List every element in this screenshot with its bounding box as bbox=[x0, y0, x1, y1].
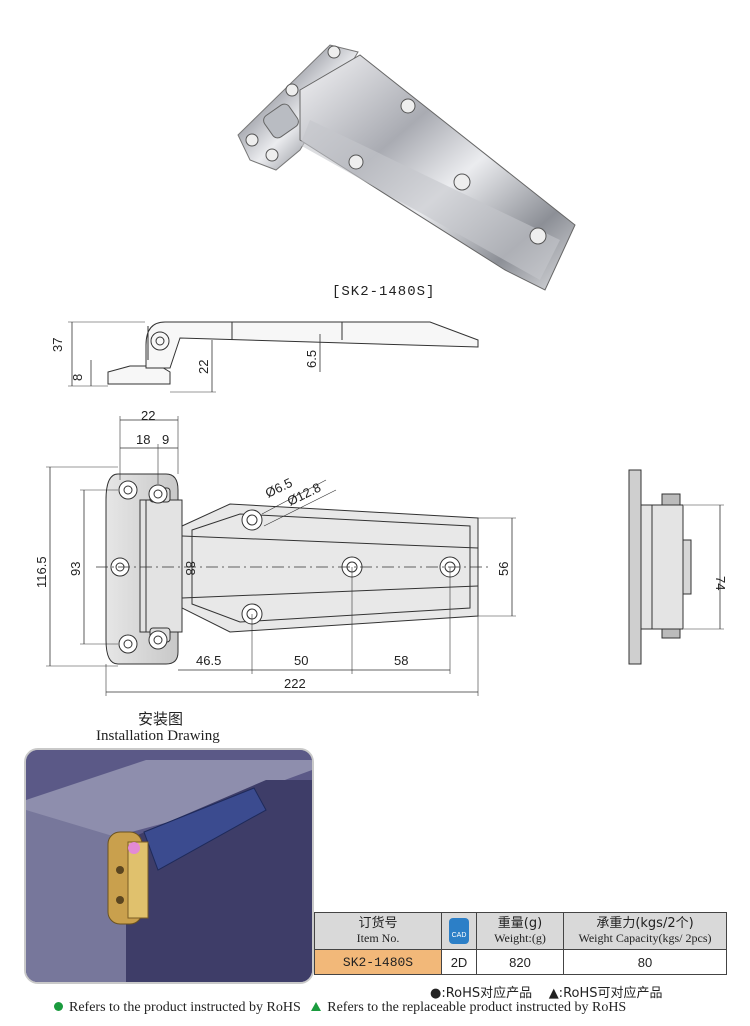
rohs-mark-2: ▲:RoHS可对应产品 bbox=[548, 986, 663, 1001]
top-dim-58: 58 bbox=[394, 653, 408, 668]
end-dim-74: 74 bbox=[713, 576, 728, 590]
cell-cad-type[interactable]: 2D bbox=[441, 949, 477, 975]
header-capacity: 承重力(kgs/2个)Weight Capacity(kgs/ 2pcs) bbox=[563, 912, 727, 950]
top-dim-50: 50 bbox=[294, 653, 308, 668]
hinge-3d-render bbox=[237, 44, 576, 291]
rohs-legend-2: Refers to the replaceable product instru… bbox=[327, 1000, 627, 1015]
installation-illustration bbox=[24, 748, 314, 984]
installation-render bbox=[26, 750, 312, 982]
rohs-legend-1: Refers to the product instructed by RoHS bbox=[69, 1000, 301, 1015]
installation-title-cn: 安装图 bbox=[138, 710, 184, 728]
rohs-marks: ●:RoHS对应产品 ▲:RoHS可对应产品 bbox=[430, 982, 663, 1001]
model-code: [SK2-1480S] bbox=[332, 284, 436, 300]
cad-icon: CAD bbox=[449, 918, 469, 944]
rohs-mark-1: ●:RoHS对应产品 bbox=[430, 986, 533, 1001]
green-triangle-icon bbox=[311, 1002, 322, 1011]
side-view bbox=[68, 321, 479, 393]
header-cad: CAD bbox=[441, 912, 477, 950]
cell-capacity: 80 bbox=[563, 949, 727, 975]
top-dim-9: 9 bbox=[162, 432, 169, 447]
installation-title-en: Installation Drawing bbox=[96, 728, 220, 744]
top-view bbox=[46, 416, 516, 696]
end-view bbox=[628, 469, 724, 665]
side-dim-22: 22 bbox=[196, 360, 211, 374]
top-dim-18: 18 bbox=[136, 432, 150, 447]
side-dim-37: 37 bbox=[50, 338, 65, 352]
top-dim-22: 22 bbox=[141, 408, 155, 423]
cell-weight: 820 bbox=[476, 949, 564, 975]
top-dim-56: 56 bbox=[496, 562, 511, 576]
header-weight: 重量(g)Weight:(g) bbox=[476, 912, 564, 950]
top-dim-88: 88 bbox=[183, 561, 198, 575]
side-dim-6-5: 6.5 bbox=[304, 350, 319, 368]
green-dot-icon bbox=[54, 1002, 63, 1011]
top-dim-46-5: 46.5 bbox=[196, 653, 221, 668]
cell-item-no: SK2-1480S bbox=[314, 949, 442, 975]
top-dim-222: 222 bbox=[284, 676, 306, 691]
rohs-legend: Refers to the product instructed by RoHS… bbox=[54, 1000, 626, 1016]
side-dim-8: 8 bbox=[70, 374, 85, 381]
top-dim-116-5: 116.5 bbox=[34, 556, 49, 588]
top-dim-93: 93 bbox=[68, 562, 83, 576]
